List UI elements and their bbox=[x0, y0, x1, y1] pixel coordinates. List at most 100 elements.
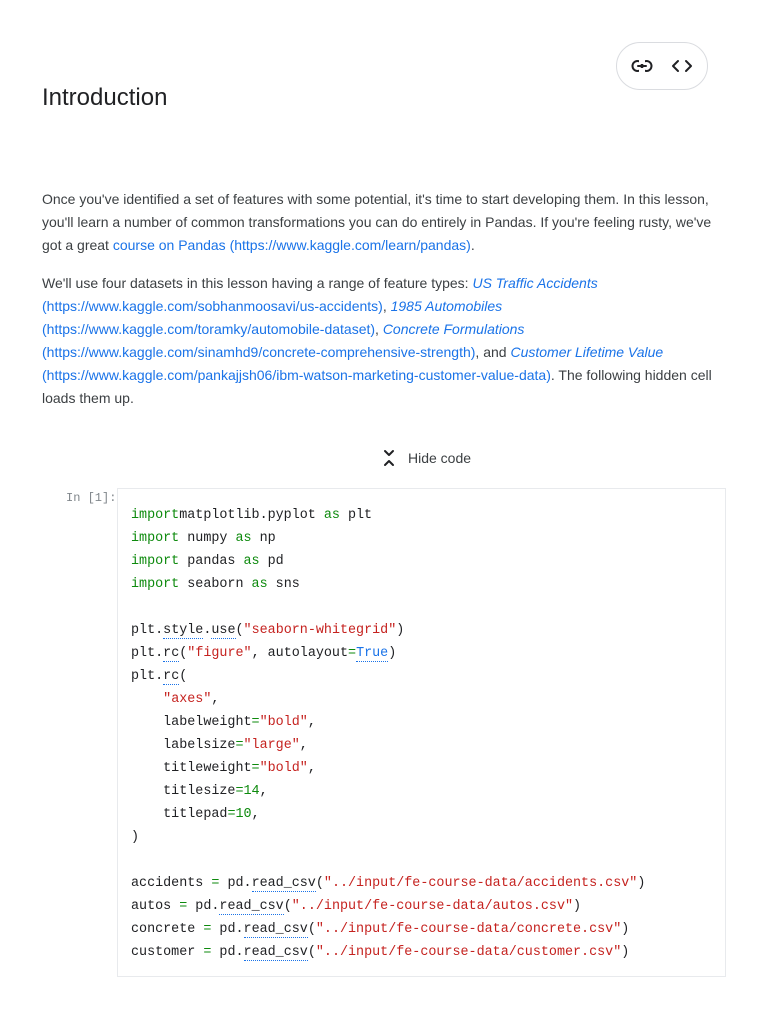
code-token: accidents bbox=[131, 876, 212, 891]
code-token: ( bbox=[235, 623, 244, 638]
hide-code-toggle[interactable]: Hide code bbox=[380, 448, 471, 468]
code-token: as bbox=[323, 508, 340, 523]
dataset-link-customer-lifetime-value[interactable]: Customer Lifetime Value(https://www.kagg… bbox=[42, 344, 664, 383]
code-block: importmatplotlib.pyplot as plt import nu… bbox=[118, 489, 725, 964]
code-token: read_csv bbox=[243, 945, 308, 961]
code-token: , bbox=[251, 807, 260, 822]
code-token: , bbox=[307, 761, 316, 776]
pandas-course-link[interactable]: course on Pandas (https://www.kaggle.com… bbox=[112, 237, 471, 253]
code-line: titleweight="bold", bbox=[131, 761, 316, 776]
dataset-link-concrete-formulations[interactable]: Concrete Formulations(https://www.kaggle… bbox=[42, 321, 525, 360]
code-token: plt bbox=[339, 508, 373, 523]
code-token: as bbox=[251, 577, 268, 592]
view-code-button[interactable] bbox=[666, 50, 698, 82]
code-token: ) bbox=[388, 646, 397, 661]
code-token: read_csv bbox=[251, 876, 316, 892]
code-token: pd. bbox=[187, 899, 220, 914]
code-line: plt.style.use("seaborn-whitegrid") bbox=[131, 623, 404, 639]
code-token: ) bbox=[396, 623, 405, 638]
code-token: = bbox=[227, 807, 236, 822]
code-token: plt. bbox=[131, 623, 164, 638]
code-token: ) bbox=[621, 922, 630, 937]
code-token: "../input/fe-course-data/customer.csv" bbox=[315, 945, 622, 960]
code-token: ( bbox=[283, 899, 292, 914]
dataset-link-1985-automobiles[interactable]: 1985 Automobiles(https://www.kaggle.com/… bbox=[42, 298, 503, 337]
code-token: labelsize bbox=[131, 738, 236, 753]
code-token bbox=[131, 692, 163, 707]
code-token: = bbox=[251, 761, 260, 776]
code-token: , bbox=[211, 692, 220, 707]
code-token: pd. bbox=[219, 876, 252, 891]
code-token: plt. bbox=[131, 646, 164, 661]
code-token: titlesize bbox=[131, 784, 236, 799]
code-line: import numpy as np bbox=[131, 531, 276, 546]
code-line: "axes", bbox=[131, 692, 219, 707]
code-line: accidents = pd.read_csv("../input/fe-cou… bbox=[131, 876, 645, 892]
code-token: import bbox=[131, 531, 180, 546]
code-token: "../input/fe-course-data/concrete.csv" bbox=[315, 922, 622, 937]
code-token: pd. bbox=[211, 922, 244, 937]
code-token: pd bbox=[259, 554, 284, 569]
code-line: import seaborn as sns bbox=[131, 577, 300, 592]
code-token: titlepad bbox=[131, 807, 228, 822]
code-token: read_csv bbox=[243, 922, 308, 938]
cell-toolbar bbox=[616, 42, 708, 90]
code-cell[interactable]: importmatplotlib.pyplot as plt import nu… bbox=[117, 488, 726, 977]
page-title: Introduction bbox=[42, 84, 168, 111]
code-token: concrete bbox=[131, 922, 204, 937]
code-token: "figure" bbox=[187, 646, 252, 661]
code-token: = bbox=[235, 738, 244, 753]
code-token: ( bbox=[179, 646, 188, 661]
code-line: titlesize=14, bbox=[131, 784, 268, 799]
hide-code-label: Hide code bbox=[408, 450, 472, 466]
code-token: as bbox=[235, 531, 252, 546]
code-token: = bbox=[203, 945, 212, 960]
code-token: labelweight bbox=[131, 715, 252, 730]
code-line: concrete = pd.read_csv("../input/fe-cour… bbox=[131, 922, 629, 938]
code-token: = bbox=[211, 876, 220, 891]
code-token: titleweight bbox=[131, 761, 252, 776]
code-token: , bbox=[259, 784, 268, 799]
code-token: np bbox=[251, 531, 276, 546]
code-token: autos bbox=[131, 899, 180, 914]
code-token: ) bbox=[621, 945, 630, 960]
code-token: "axes" bbox=[163, 692, 212, 707]
code-token: = bbox=[179, 899, 188, 914]
code-token: style bbox=[163, 623, 204, 639]
code-token: 10 bbox=[235, 807, 252, 822]
code-line: customer = pd.read_csv("../input/fe-cour… bbox=[131, 945, 629, 961]
code-token: , bbox=[307, 715, 316, 730]
code-token: read_csv bbox=[219, 899, 284, 915]
code-token: = bbox=[235, 784, 244, 799]
code-token: rc bbox=[163, 669, 180, 685]
code-token: ( bbox=[307, 922, 316, 937]
code-token: matplotlib.pyplot bbox=[179, 508, 324, 523]
code-line: plt.rc( bbox=[131, 669, 187, 685]
code-token: "../input/fe-course-data/accidents.csv" bbox=[323, 876, 638, 891]
code-line: autos = pd.read_csv("../input/fe-course-… bbox=[131, 899, 581, 915]
code-token: True bbox=[356, 646, 389, 662]
code-line: labelsize="large", bbox=[131, 738, 308, 753]
code-token: ( bbox=[307, 945, 316, 960]
code-token: sns bbox=[267, 577, 300, 592]
code-token: 14 bbox=[243, 784, 260, 799]
code-token: import bbox=[131, 554, 180, 569]
code-line: ) bbox=[131, 830, 139, 845]
code-token: "bold" bbox=[259, 715, 308, 730]
link-button[interactable] bbox=[626, 50, 658, 82]
code-token: , bbox=[299, 738, 308, 753]
code-token: as bbox=[243, 554, 260, 569]
code-token: rc bbox=[163, 646, 180, 662]
code-token: = bbox=[251, 715, 260, 730]
code-line: labelweight="bold", bbox=[131, 715, 316, 730]
code-line: titlepad=10, bbox=[131, 807, 260, 822]
code-token: import bbox=[131, 508, 180, 523]
collapse-chevrons-icon bbox=[380, 448, 398, 468]
dataset-link-us-traffic-accidents[interactable]: US Traffic Accidents(https://www.kaggle.… bbox=[42, 275, 598, 314]
code-line: plt.rc("figure", autolayout=True) bbox=[131, 646, 396, 662]
code-token: "../input/fe-course-data/autos.csv" bbox=[291, 899, 574, 914]
code-brackets-icon bbox=[672, 60, 693, 72]
code-line: importmatplotlib.pyplot as plt bbox=[131, 508, 372, 523]
code-token: import bbox=[131, 577, 180, 592]
